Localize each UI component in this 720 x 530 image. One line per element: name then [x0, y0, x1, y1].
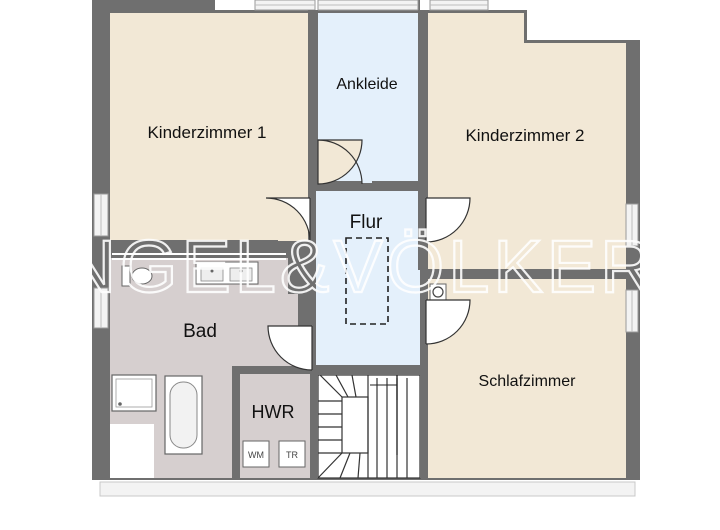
- appliance-washing-machine: WM: [242, 440, 270, 468]
- label-kinderzimmer1: Kinderzimmer 1: [147, 123, 266, 142]
- door-swings: [265, 139, 471, 371]
- label-ankleide: Ankleide: [336, 76, 397, 93]
- bath-ledge: [112, 253, 286, 260]
- room-flur: [316, 191, 420, 365]
- tr-label: TR: [286, 450, 298, 460]
- bottom-window-strip: [99, 481, 636, 497]
- attic-hatch: [345, 237, 389, 325]
- bath-niche: [110, 424, 154, 478]
- toilet: [121, 265, 153, 287]
- boiler: [429, 283, 447, 301]
- room-kinderzimmer2: [428, 13, 524, 43]
- shower-tray: [111, 374, 157, 412]
- room-kinderzimmer1: [110, 13, 308, 241]
- bathtub: [164, 375, 203, 455]
- label-schlafzimmer: Schlafzimmer: [479, 373, 577, 390]
- double-sink: [195, 261, 259, 285]
- label-hwr: HWR: [252, 402, 295, 422]
- label-flur: Flur: [350, 212, 383, 233]
- appliance-dryer: TR: [278, 440, 306, 468]
- staircase: [317, 374, 421, 479]
- label-bad: Bad: [183, 321, 217, 342]
- room-kinderzimmer2-main: [428, 43, 626, 269]
- label-kinderzimmer2: Kinderzimmer 2: [465, 126, 584, 145]
- watermark: ENGEL&VÖLKERS: [9, 225, 711, 308]
- wm-label: WM: [248, 450, 264, 460]
